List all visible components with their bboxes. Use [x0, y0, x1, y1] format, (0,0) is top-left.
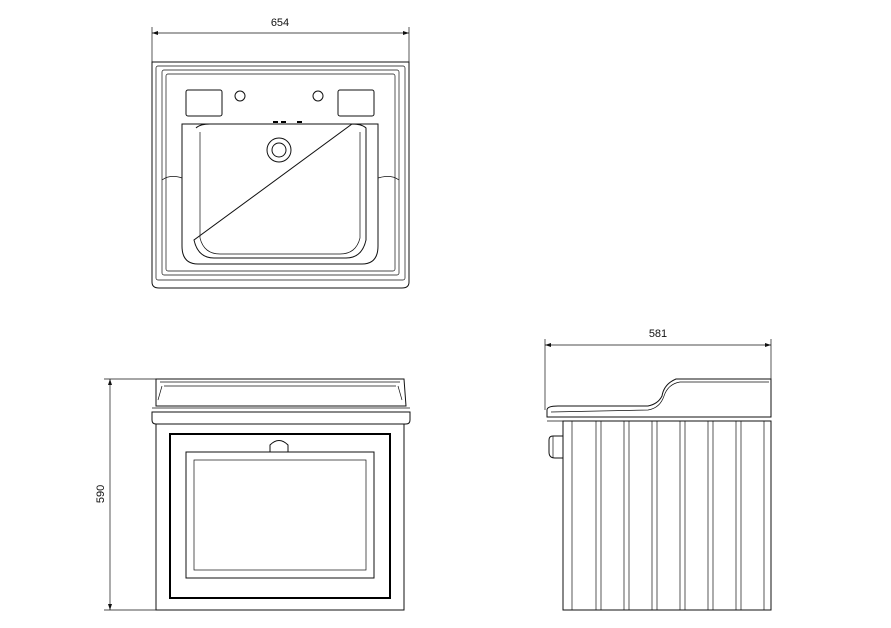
- waste-outer: [266, 137, 292, 163]
- drawer-frame: [169, 433, 391, 599]
- top-width-dimension: 654: [151, 17, 410, 62]
- front-cabinet: [155, 423, 405, 611]
- bowl-outer: [181, 123, 379, 265]
- front-view: 590: [95, 378, 411, 611]
- front-basin-top: [155, 378, 407, 407]
- side-panel-grooves: [571, 421, 765, 610]
- side-depth-label: 581: [649, 328, 667, 340]
- front-worktop: [151, 411, 411, 425]
- top-width-label: 654: [271, 17, 289, 29]
- side-basin-profile: [546, 378, 772, 418]
- front-height-label: 590: [95, 485, 107, 503]
- bowl-inner: [193, 123, 367, 259]
- side-view: 581: [544, 328, 772, 611]
- right-deck-block: [337, 89, 375, 117]
- left-deck-block: [185, 89, 223, 117]
- left-tap-hole: [234, 90, 246, 102]
- basin-outline: [151, 61, 410, 289]
- side-depth-dimension: 581: [544, 328, 772, 410]
- waste-inner: [271, 142, 287, 158]
- side-handle: [548, 435, 563, 459]
- front-height-dimension: 590: [95, 378, 160, 611]
- drawer-handle: [269, 440, 289, 452]
- top-view: 654: [151, 17, 410, 289]
- side-cabinet: [562, 420, 772, 611]
- right-tap-hole: [312, 90, 324, 102]
- drawer-panel: [185, 451, 375, 579]
